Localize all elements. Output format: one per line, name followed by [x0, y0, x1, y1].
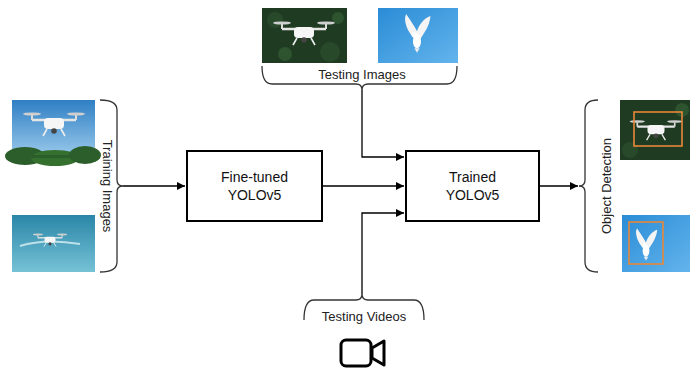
box-label: Fine-tuned YOLOv5 — [209, 168, 301, 204]
box-label: Trained YOLOv5 — [427, 168, 519, 204]
process-box: Trained YOLOv5 — [405, 150, 540, 222]
group-label: Testing Videos — [322, 310, 406, 323]
flow-arrow — [323, 185, 404, 186]
group-label: Training Images — [101, 140, 114, 233]
group-label: Object Detection — [600, 138, 613, 234]
process-box: Fine-tuned YOLOv5 — [186, 150, 323, 222]
group-label: Testing Images — [318, 68, 405, 81]
